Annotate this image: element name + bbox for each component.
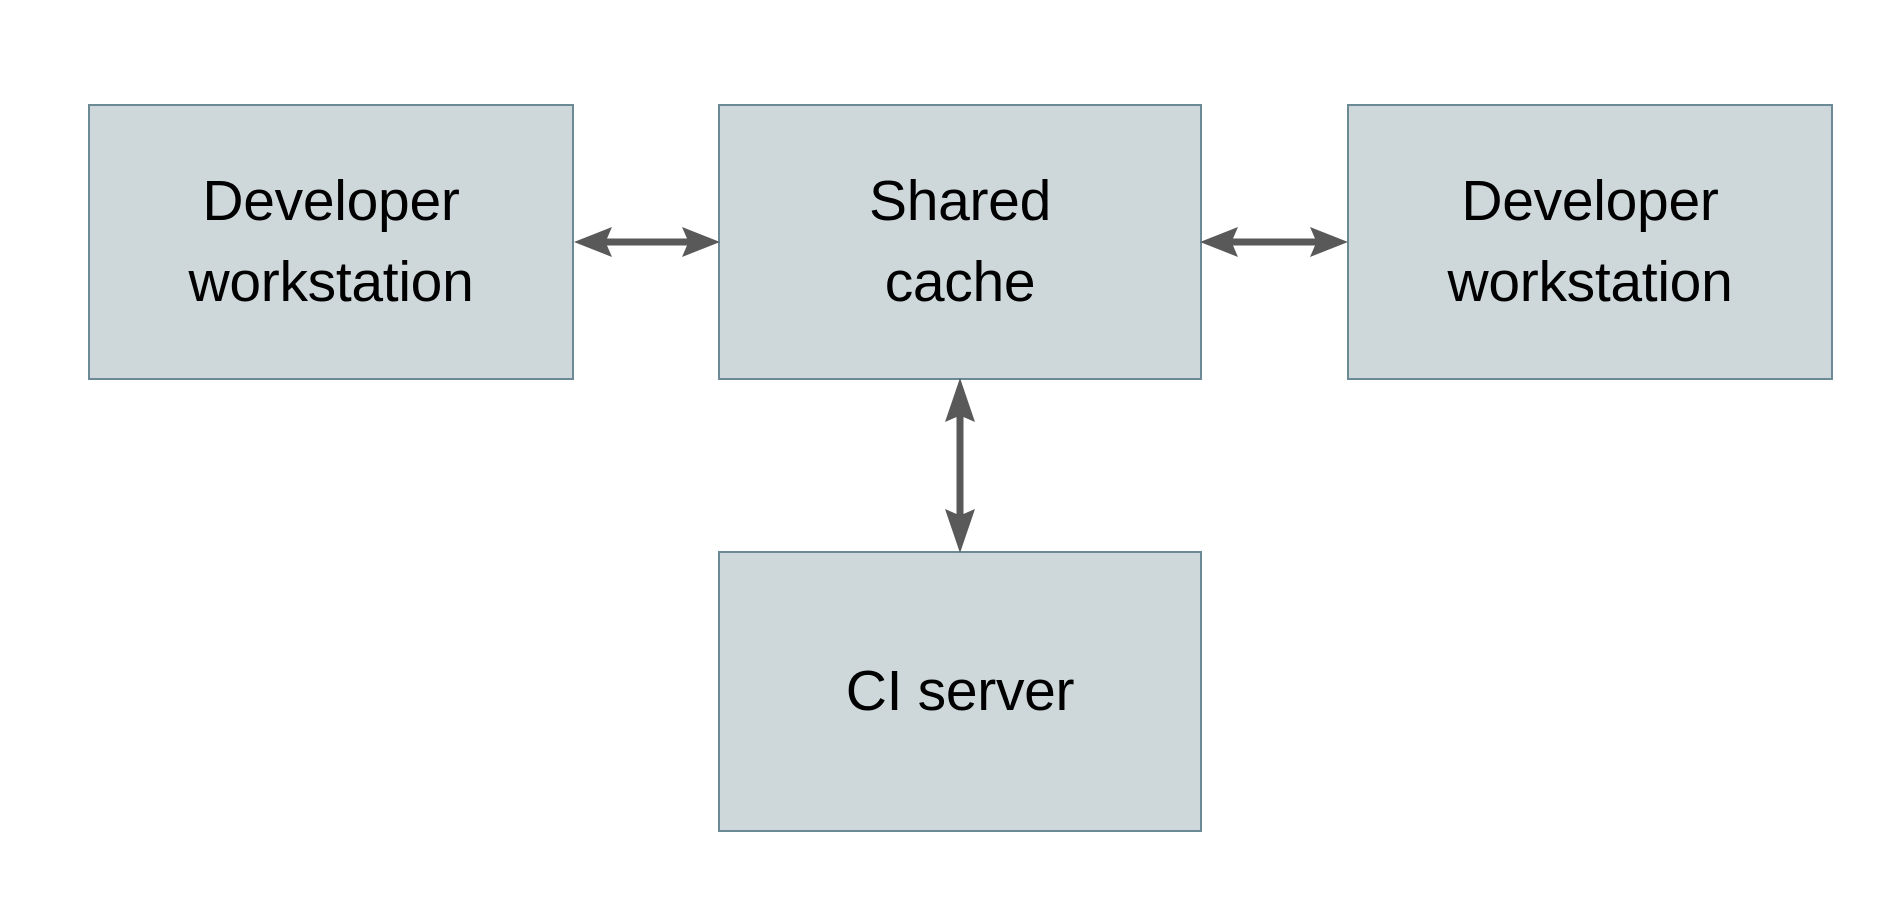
node-label: Shared cache	[868, 169, 1051, 314]
edge-shared-cache-to-ci-server	[945, 378, 975, 553]
edge-line	[956, 414, 964, 517]
node-developer-workstation-right[interactable]: Developer workstation	[1347, 104, 1833, 380]
edge-shared-cache-to-developer-right	[1200, 227, 1348, 257]
node-label: CI server	[845, 659, 1075, 724]
node-ci-server[interactable]: CI server	[718, 551, 1202, 832]
edge-line	[1230, 238, 1318, 246]
node-shared-cache[interactable]: Shared cache	[718, 104, 1202, 380]
node-label: Developer workstation	[1447, 169, 1733, 314]
node-developer-workstation-left[interactable]: Developer workstation	[88, 104, 574, 380]
arrowhead-right-icon	[1310, 227, 1348, 257]
arrowhead-left-icon	[1200, 227, 1238, 257]
arrowhead-left-icon	[574, 227, 612, 257]
arrowhead-right-icon	[682, 227, 720, 257]
arrowhead-up-icon	[945, 378, 975, 422]
arrowhead-down-icon	[945, 509, 975, 553]
node-label: Developer workstation	[188, 169, 474, 314]
edge-developer-left-to-shared-cache	[574, 227, 720, 257]
edge-line	[604, 238, 690, 246]
